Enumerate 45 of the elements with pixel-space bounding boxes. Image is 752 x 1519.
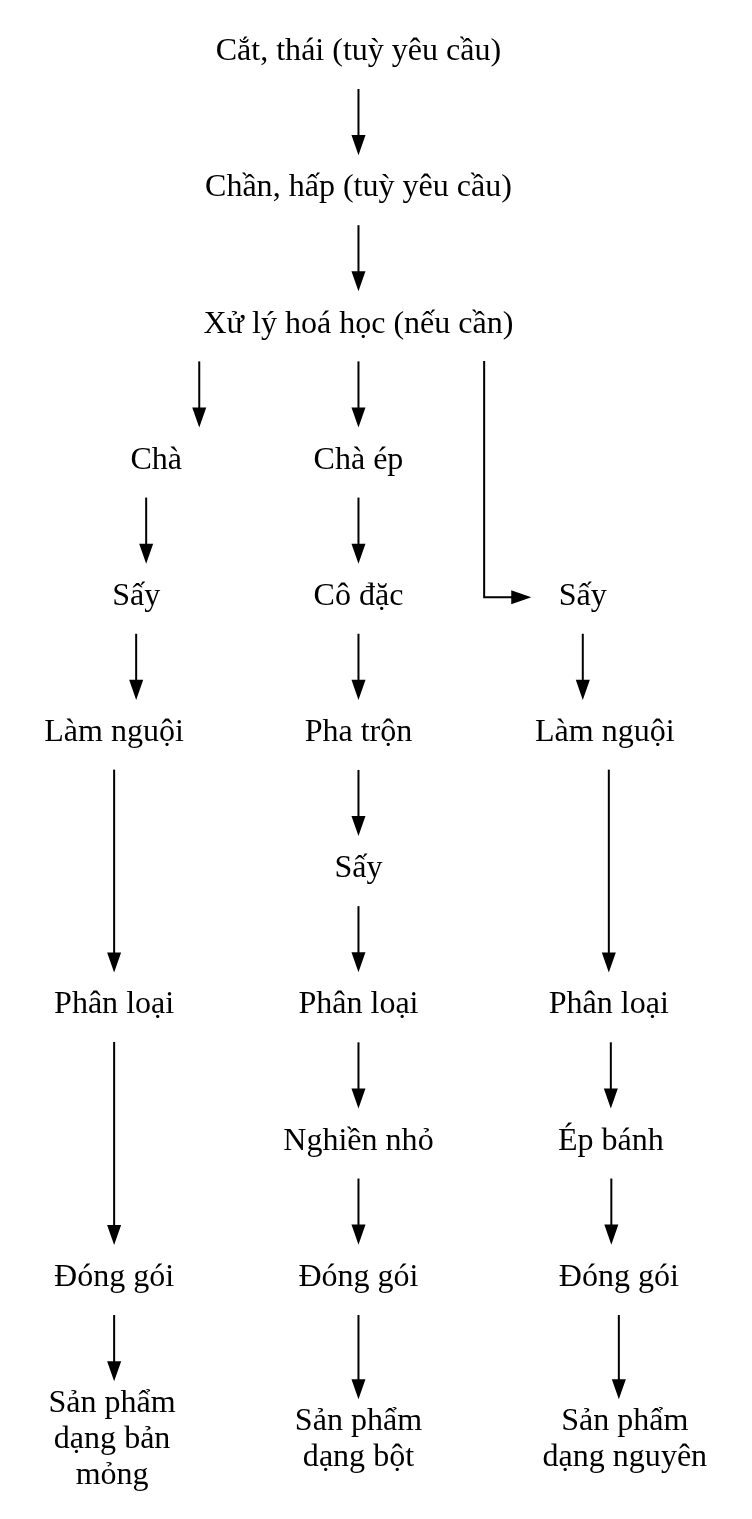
arrow (351, 360, 366, 428)
arrow (351, 224, 366, 292)
arrow (351, 88, 366, 156)
node-text: Sấy (558, 575, 607, 612)
node-text: Chà (130, 439, 182, 476)
node-text: Chần, hấp (tuỳ yêu cầu) (205, 167, 512, 204)
arrow (351, 632, 366, 700)
arrow (601, 768, 616, 973)
arrow (351, 1177, 366, 1245)
arrow (351, 1314, 366, 1400)
node-text: Sấy (334, 848, 383, 885)
node-text: Xử lý hoá học (nếu cần) (203, 303, 514, 340)
arrow (483, 360, 532, 605)
node-text: Ép bánh (557, 1120, 664, 1157)
arrow (129, 632, 144, 700)
arrow (107, 1314, 122, 1382)
arrow (351, 1041, 366, 1109)
arrow (351, 905, 366, 973)
arrow (351, 768, 366, 837)
node-text: Sản phẩm dạng bột (294, 1401, 423, 1474)
node-text: Cô đặc (313, 575, 404, 612)
arrow (107, 768, 122, 973)
node-text: Pha trộn (304, 712, 413, 749)
node-text: Phân loại (54, 984, 175, 1021)
node-text: Đóng gói (558, 1256, 679, 1293)
node-text: Làm nguội (534, 712, 675, 749)
arrow (139, 496, 154, 564)
node-text: Cắt, thái (tuỳ yêu cầu) (215, 31, 502, 68)
node-text: Sấy (112, 575, 161, 612)
node-text: Chà ép (313, 439, 404, 476)
node-text: Sản phẩm dạng bản mỏng (48, 1383, 176, 1492)
arrow (575, 632, 590, 700)
arrow (611, 1314, 626, 1400)
arrow (603, 1041, 618, 1109)
node-text: Đóng gói (298, 1256, 419, 1293)
arrow (604, 1177, 619, 1245)
node-text: Sản phẩm dạng nguyên (542, 1401, 708, 1474)
arrow (107, 1041, 122, 1245)
node-text: Phân loại (548, 984, 669, 1021)
arrow (192, 360, 207, 428)
node-text: Đóng gói (54, 1256, 175, 1293)
node-text: Làm nguội (44, 712, 184, 749)
node-text: Nghiền nhỏ (283, 1120, 434, 1157)
arrow (351, 496, 366, 564)
node-text: Phân loại (298, 984, 419, 1021)
